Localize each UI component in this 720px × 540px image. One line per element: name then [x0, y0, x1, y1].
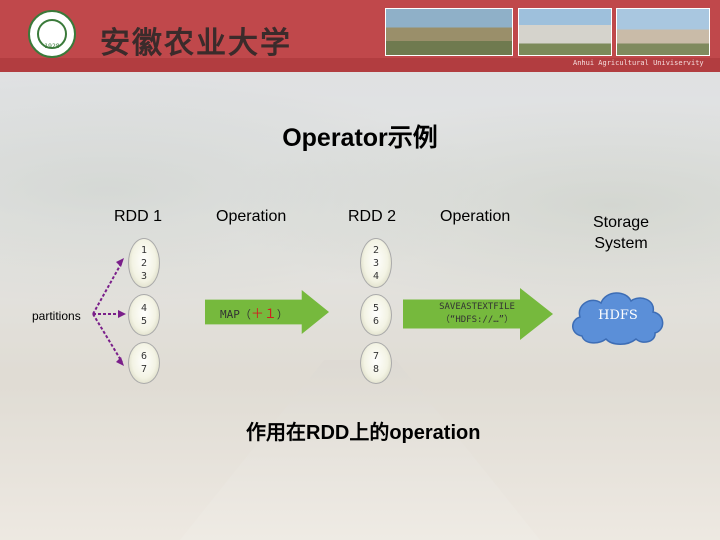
hdfs-label: HDFS [598, 307, 638, 323]
partition-value: 1 [140, 244, 148, 256]
hdfs-cloud: HDFS [568, 284, 668, 346]
partitions-label: partitions [32, 309, 81, 323]
rdd2-partition-2: 5 6 [360, 294, 392, 336]
partition-value: 5 [372, 303, 380, 314]
rdd2-partition-3: 7 8 [360, 342, 392, 384]
partition-value: 5 [140, 316, 148, 327]
logo-year: 1928 [44, 43, 60, 50]
map-plus: ＋１ [250, 306, 277, 322]
partition-value: 7 [372, 351, 380, 362]
save-operation-label: SAVEASTEXTFILE（“HDFS://…”） [439, 302, 515, 325]
header-strip [0, 58, 720, 72]
university-name: 安徽农业大学 [100, 26, 292, 61]
university-logo: 1928 [28, 10, 76, 58]
connector-line-3 [92, 313, 123, 363]
operation1-heading: Operation [216, 208, 287, 225]
rdd1-partition-3: 6 7 [128, 342, 160, 384]
rdd1-partition-1: 1 2 3 [128, 238, 160, 288]
operation2-heading: Operation [440, 208, 511, 225]
partition-value: 2 [140, 257, 148, 269]
rdd1-partition-2: 4 5 [128, 294, 160, 336]
partition-value: 7 [140, 364, 148, 375]
campus-photo-1 [385, 8, 513, 56]
partition-value: 2 [372, 244, 380, 256]
map-prefix: MAP（ [220, 307, 251, 321]
slide-title: Operator示例 [282, 124, 438, 152]
partition-value: 6 [140, 351, 148, 362]
connector-line-1 [92, 261, 123, 315]
map-operation-label: MAP（＋１） [220, 303, 288, 322]
partition-value: 3 [140, 270, 148, 282]
cloud-icon [572, 292, 664, 345]
rdd1-heading: RDD 1 [114, 208, 163, 225]
map-suffix: ） [276, 307, 288, 321]
logo-ring [37, 19, 67, 49]
campus-photo-3 [616, 8, 710, 56]
university-name-en: Anhui Agricultural Univiservity [573, 59, 704, 67]
partition-value: 3 [372, 257, 380, 269]
partition-value: 4 [372, 270, 380, 282]
connector-arrowhead-3 [116, 357, 124, 366]
partition-value: 6 [372, 316, 380, 327]
rdd2-heading: RDD 2 [348, 208, 397, 225]
slide-caption: 作用在RDD上的operation [246, 422, 481, 444]
rdd2-partition-1: 2 3 4 [360, 238, 392, 288]
partition-value: 4 [140, 303, 148, 314]
partition-value: 8 [372, 364, 380, 375]
campus-photo-2 [518, 8, 612, 56]
connector-arrowhead-2 [118, 310, 126, 318]
storage-heading: Storage System [592, 214, 650, 252]
connector-arrowhead-1 [116, 258, 124, 267]
